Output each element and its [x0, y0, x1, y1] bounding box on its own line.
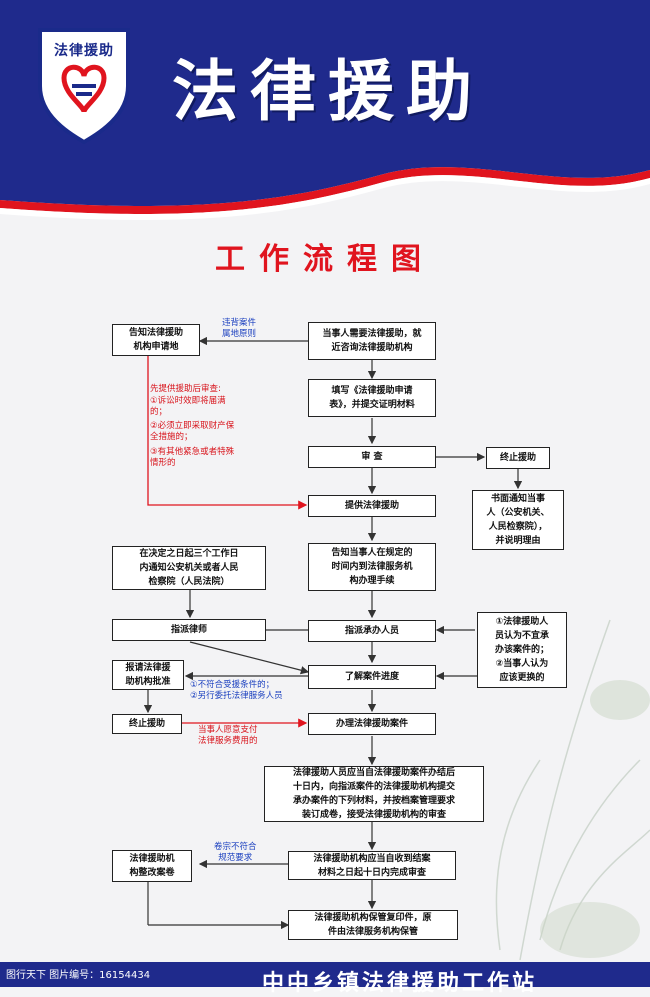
- note-jurisdiction-violation: 违背案件 属地原则: [222, 318, 257, 339]
- box-consult: 当事人需要法律援助，就 近咨询法律援助机构: [308, 322, 436, 360]
- box-handle-case: 办理法律援助案件: [308, 713, 436, 735]
- box-assign-staff: 指派承办人员: [308, 620, 436, 642]
- box-rectify-file: 法律援助机 构整改案卷: [112, 850, 192, 882]
- flowchart-title: 工作流程图: [215, 242, 435, 277]
- box-provide-aid: 提供法律援助: [308, 495, 436, 517]
- note-reason-3: ③有其他紧急或者特殊 情形的: [150, 447, 235, 468]
- box-terminate-aid: 终止援助: [112, 714, 182, 734]
- box-three-days-notice: 在决定之日起三个工作日 内通知公安机关或者人民 检察院（人民法院）: [112, 546, 266, 590]
- watermark: 图行天下 图片编号：16154434: [6, 970, 151, 981]
- note-reason-1: ①诉讼时效即将届满 的；: [150, 396, 226, 417]
- note-file-nonconforming: 卷宗不符合 规范要求: [214, 842, 257, 863]
- legal-aid-logo: [38, 28, 130, 144]
- box-review: 审 查: [308, 446, 436, 468]
- box-report-approval: 报请法律援 助机构批准: [112, 660, 184, 690]
- box-terminate-aid-top: 终止援助: [486, 447, 550, 469]
- box-fill-application: 填写《法律援助申请 表》，并提交证明材料: [308, 379, 436, 417]
- note-reason-2: ②必须立即采取财产保 全措施的；: [150, 421, 235, 442]
- page-title: 法律援助: [172, 53, 484, 130]
- box-submit-materials: 法律援助人员应当自法律援助案件办结后 十日内，向指派案件的法律援助机构提交 承办…: [264, 766, 484, 822]
- footer-title: 中中乡镇法律援助工作站: [262, 971, 538, 996]
- box-change-reasons: ①法律援助人 员认为不宜承 办该案件的； ②当事人认为 应该更换的: [477, 612, 567, 688]
- note-willing-to-pay: 当事人愿意支付 法律服务费用的: [198, 725, 258, 746]
- note-not-eligible: ①不符合受援条件的； ②另行委托法律服务人员: [190, 680, 283, 701]
- logo-text: 法律援助: [54, 43, 114, 59]
- box-case-progress: 了解案件进度: [308, 665, 436, 689]
- note-aid-first-review-later: 先提供援助后审查:: [150, 384, 221, 394]
- box-archive: 法律援助机构保管复印件，原 件由法律服务机构保管: [288, 910, 458, 940]
- box-inform-jurisdiction: 告知法律援助 机构申请地: [112, 324, 200, 356]
- box-inform-procedure: 告知当事人在规定的 时间内到法律服务机 构办理手续: [308, 543, 436, 591]
- box-assign-lawyer: 指派律师: [112, 619, 266, 641]
- box-complete-review: 法律援助机构应当自收到结案 材料之日起十日内完成审查: [288, 851, 456, 880]
- footer-bar: [0, 962, 650, 987]
- box-written-notice: 书面通知当事 人（公安机关、 人民检察院）， 并说明理由: [472, 490, 564, 550]
